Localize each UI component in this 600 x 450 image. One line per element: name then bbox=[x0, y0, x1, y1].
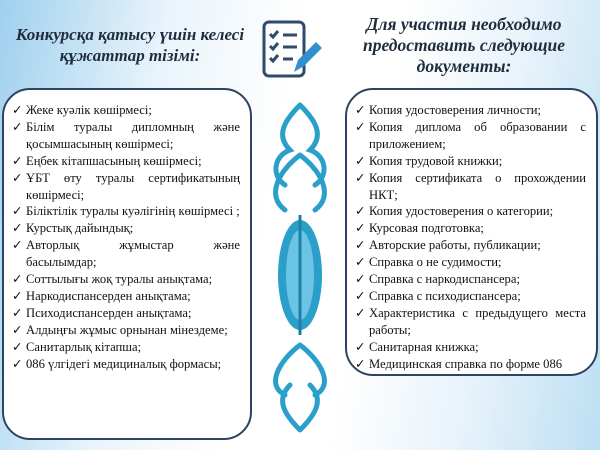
check-icon: ✓ bbox=[12, 153, 23, 168]
list-item-text: Справка о не судимости; bbox=[369, 255, 502, 270]
list-item: ✓Білім туралы дипломның және қосымшасыны… bbox=[12, 119, 240, 153]
check-icon: ✓ bbox=[355, 238, 366, 253]
list-item: ✓Характеристика с предыдущего места рабо… bbox=[355, 305, 586, 339]
list-item-text: Наркодиспансерден анықтама; bbox=[26, 288, 191, 303]
list-item-text: Авторлық жұмыстар және басылымдар; bbox=[26, 238, 240, 270]
check-icon: ✓ bbox=[12, 238, 23, 253]
check-icon: ✓ bbox=[12, 221, 23, 236]
list-item: ✓Копия сертификата о прохождении НКТ; bbox=[355, 170, 586, 204]
list-item-text: Копия сертификата о прохождении НКТ; bbox=[369, 170, 586, 202]
list-item-text: Жеке куәлік көшірмесі; bbox=[26, 103, 152, 117]
list-item: ✓Курстық дайындық; bbox=[12, 220, 240, 237]
list-item-text: Авторские работы, публикации; bbox=[369, 238, 541, 253]
check-icon: ✓ bbox=[355, 204, 366, 219]
list-item: ✓Авторские работы, публикации; bbox=[355, 237, 586, 254]
list-item: ✓Справка о не судимости; bbox=[355, 254, 586, 271]
list-item-text: Еңбек кітапшасының көшірмесі; bbox=[26, 153, 202, 168]
check-icon: ✓ bbox=[355, 339, 366, 354]
russian-documents-list: ✓Копия удостоверения личности;✓Копия дип… bbox=[345, 88, 598, 376]
list-item-text: ҰБТ өту туралы сертификатының көшірмесі; bbox=[26, 170, 240, 202]
check-icon: ✓ bbox=[355, 305, 366, 320]
list-item-text: Курсовая подготовка; bbox=[369, 221, 484, 236]
check-icon: ✓ bbox=[12, 305, 23, 320]
list-item: ✓Жеке куәлік көшірмесі; bbox=[12, 102, 240, 119]
check-icon: ✓ bbox=[12, 339, 23, 354]
check-icon: ✓ bbox=[12, 356, 23, 371]
list-item: ✓Копия удостоверения о категории; bbox=[355, 203, 586, 220]
list-item-text: Біліктілік туралы куәлігінің көшірмесі ; bbox=[26, 204, 240, 219]
list-item: ✓Справка с психодиспансера; bbox=[355, 288, 586, 305]
list-item: ✓Соттылығы жоқ туралы анықтама; bbox=[12, 271, 240, 288]
check-icon: ✓ bbox=[355, 170, 366, 185]
kazakh-documents-list: ✓Жеке куәлік көшірмесі;✓Білім туралы дип… bbox=[2, 88, 252, 440]
check-icon: ✓ bbox=[355, 255, 366, 270]
checklist-icon bbox=[262, 20, 322, 78]
list-item: ✓Санитарная книжка; bbox=[355, 339, 586, 356]
check-icon: ✓ bbox=[12, 170, 23, 185]
list-item: ✓Психодиспансерден анықтама; bbox=[12, 305, 240, 322]
list-item: ✓Копия удостоверения личности; bbox=[355, 102, 586, 119]
list-item-text: Психодиспансерден анықтама; bbox=[26, 305, 192, 320]
check-icon: ✓ bbox=[355, 221, 366, 236]
check-icon: ✓ bbox=[355, 288, 366, 303]
list-item-text: Медицинская справка по форме 086 bbox=[369, 356, 563, 371]
list-item: ✓Еңбек кітапшасының көшірмесі; bbox=[12, 153, 240, 170]
list-item-text: Характеристика с предыдущего места работ… bbox=[369, 305, 586, 337]
list-item-text: Білім туралы дипломның және қосымшасының… bbox=[26, 119, 240, 151]
list-item: ✓086 үлгідегі медициналық формасы; bbox=[12, 356, 240, 373]
list-item: ✓ҰБТ өту туралы сертификатының көшірмесі… bbox=[12, 170, 240, 204]
check-icon: ✓ bbox=[355, 119, 366, 134]
list-item: ✓Алдыңғы жұмыс орнынан мінездеме; bbox=[12, 322, 240, 339]
list-item-text: Соттылығы жоқ туралы анықтама; bbox=[26, 272, 213, 287]
list-item: ✓Справка с наркодиспансера; bbox=[355, 271, 586, 288]
list-item-text: Справка с психодиспансера; bbox=[369, 288, 521, 303]
list-item: ✓Біліктілік туралы куәлігінің көшірмесі … bbox=[12, 203, 240, 220]
check-icon: ✓ bbox=[355, 103, 366, 117]
list-item: ✓Санитарлық кітапша; bbox=[12, 339, 240, 356]
list-item-text: 086 үлгідегі медициналық формасы; bbox=[26, 356, 222, 371]
list-item-text: Санитарлық кітапша; bbox=[26, 339, 142, 354]
list-item-text: Санитарная книжка; bbox=[369, 339, 479, 354]
list-item-text: Копия трудовой книжки; bbox=[369, 153, 503, 168]
list-item: ✓Копия трудовой книжки; bbox=[355, 153, 586, 170]
check-icon: ✓ bbox=[12, 272, 23, 287]
check-icon: ✓ bbox=[12, 204, 23, 219]
list-item: ✓Наркодиспансерден анықтама; bbox=[12, 288, 240, 305]
list-item: ✓Медицинская справка по форме 086 bbox=[355, 356, 586, 373]
ornament-image bbox=[273, 102, 327, 433]
list-item-text: Копия удостоверения о категории; bbox=[369, 204, 554, 219]
check-icon: ✓ bbox=[12, 119, 23, 134]
list-item: ✓Авторлық жұмыстар және басылымдар; bbox=[12, 237, 240, 271]
check-icon: ✓ bbox=[355, 272, 366, 287]
list-item-text: Копия удостоверения личности; bbox=[369, 103, 542, 117]
check-icon: ✓ bbox=[12, 288, 23, 303]
heading-russian: Для участия необходимо предоставить след… bbox=[362, 14, 566, 76]
check-icon: ✓ bbox=[12, 322, 23, 337]
check-icon: ✓ bbox=[355, 153, 366, 168]
list-item-text: Копия диплома об образовании с приложени… bbox=[369, 119, 586, 151]
check-icon: ✓ bbox=[12, 103, 23, 117]
check-icon: ✓ bbox=[355, 356, 366, 371]
list-item: ✓Копия диплома об образовании с приложен… bbox=[355, 119, 586, 153]
list-item-text: Справка с наркодиспансера; bbox=[369, 272, 520, 287]
list-item-text: Алдыңғы жұмыс орнынан мінездеме; bbox=[26, 322, 228, 337]
list-item-text: Курстық дайындық; bbox=[26, 221, 134, 236]
heading-kazakh: Конкурсқа қатысу үшін келесі құжаттар ті… bbox=[15, 25, 245, 65]
list-item: ✓Курсовая подготовка; bbox=[355, 220, 586, 237]
